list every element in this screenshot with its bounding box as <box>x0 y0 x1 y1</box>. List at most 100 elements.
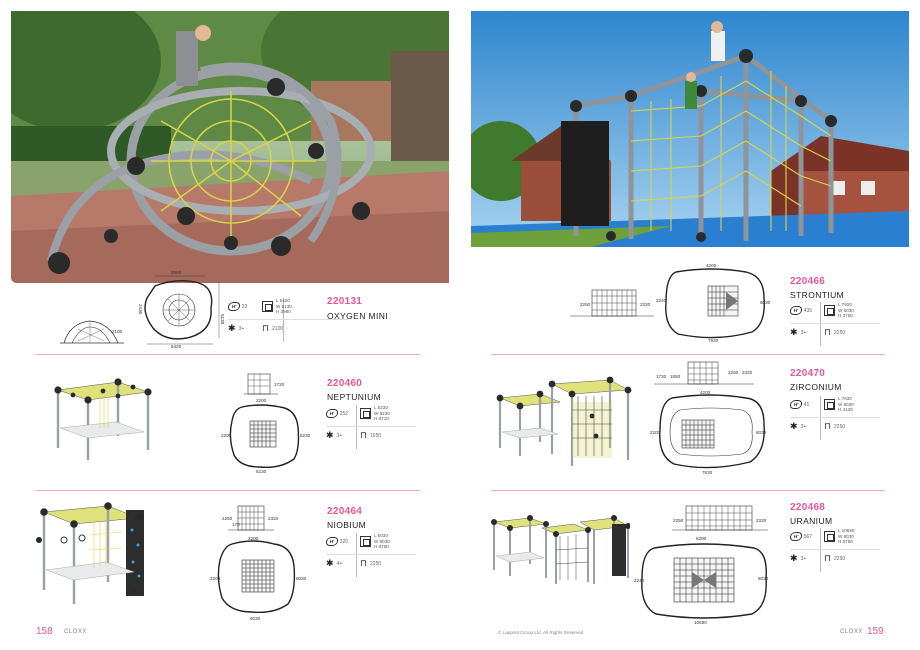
box-icon <box>824 304 835 316</box>
uranium-outer-height: 8030 <box>758 576 769 581</box>
oxygen-code: 220131 <box>327 296 363 307</box>
oxygen-mini-photo <box>11 11 449 283</box>
uranium-left-height: 2240 <box>634 578 645 583</box>
oxygen-length: L 5420 <box>276 298 290 303</box>
child-icon: ✱ <box>326 430 334 440</box>
uranium-length: L 10690 <box>838 528 855 533</box>
niobium-fall-height: 2250 <box>370 560 382 567</box>
oxygen-side-height: 5130 <box>220 314 225 325</box>
child-icon: ✱ <box>790 553 798 563</box>
uranium-elev-left: 2250 <box>673 518 684 523</box>
child-icon: ✱ <box>790 327 798 337</box>
niobium-elev-mid: 170 <box>232 522 240 527</box>
neptunium-fall-height: 1650 <box>370 432 382 439</box>
users-icon: H' <box>789 532 804 541</box>
oxygen-top-width: 3960 <box>171 270 182 275</box>
zirconium-elev-b: 1650 <box>670 374 681 379</box>
child-icon: ✱ <box>790 421 798 431</box>
neptunium-inner-width: 2200 <box>256 398 267 403</box>
zirconium-elev-d: 2320 <box>742 370 753 375</box>
fall-height-icon: ⊓ <box>262 323 270 333</box>
zirconium-code: 220470 <box>790 368 826 379</box>
neptunium-code: 220460 <box>327 378 363 389</box>
zirconium-plan-drawing: 4200 2200 7630 6030 <box>650 390 767 475</box>
left-page-number: 158 <box>36 626 53 637</box>
users-icon: H' <box>789 306 804 315</box>
zirconium-users: 41 <box>803 401 810 408</box>
zirconium-outer-height: 6030 <box>756 430 767 435</box>
right-page-number: 159 <box>867 626 884 637</box>
zirconium-elevation-drawing: 1720 1650 2250 2320 <box>654 361 754 385</box>
niobium-length: L 6030 <box>374 533 388 538</box>
strontium-outer-height: 6030 <box>760 300 771 305</box>
uranium-outer-width: 10690 <box>694 620 707 625</box>
niobium-elev-left: 2250 <box>222 516 233 521</box>
zirconium-outer-width: 7630 <box>702 470 713 475</box>
niobium-width: W 6030 <box>374 538 390 544</box>
uranium-name: URANIUM <box>790 516 833 526</box>
uranium-elevation-drawing: 2250 2320 <box>672 505 768 531</box>
niobium-inner-width: 2200 <box>248 536 259 541</box>
users-icon: H' <box>325 537 340 546</box>
box-icon <box>824 530 835 542</box>
child-icon: ✱ <box>326 558 334 568</box>
uranium-elev-right: 2320 <box>756 518 767 523</box>
strontium-fall-height: 2250 <box>834 329 846 336</box>
niobium-height: H 3750 <box>374 544 389 549</box>
fall-height-icon: ⊓ <box>360 430 368 440</box>
strontium-users: 435 <box>803 307 813 314</box>
zirconium-fall-height: 2250 <box>834 423 846 430</box>
zirconium-height: H 4120 <box>838 407 853 412</box>
divider-right-2 <box>491 490 885 491</box>
uranium-users: 567 <box>803 533 813 540</box>
niobium-users: 320 <box>339 538 349 545</box>
uranium-plan-drawing: 6200 2240 10690 8030 <box>634 536 769 625</box>
niobium-name: NIOBIUM <box>327 520 367 530</box>
neptunium-elev-height: 1720 <box>274 382 285 387</box>
zirconium-render <box>496 376 632 466</box>
box-icon <box>360 407 371 419</box>
zirconium-top-width: 4200 <box>700 390 711 395</box>
neptunium-width: W 5230 <box>374 410 390 416</box>
strontium-code: 220466 <box>790 276 826 287</box>
strontium-length: L 7920 <box>838 302 852 307</box>
users-icon: H' <box>789 400 804 409</box>
niobium-elevation-drawing: 2250 170 2320 <box>222 505 279 531</box>
strontium-outer-width: 7920 <box>708 338 719 343</box>
divider-left-2 <box>36 490 420 491</box>
uranium-code: 220468 <box>790 502 826 513</box>
oxygen-left-height: 2430 <box>138 304 143 315</box>
uranium-top-width: 6200 <box>696 536 707 541</box>
box-icon <box>360 535 371 547</box>
oxygen-elevation-drawing: 2100 <box>60 320 124 344</box>
strontium-photo <box>471 11 909 247</box>
niobium-age: 4+ <box>336 560 343 567</box>
strontium-width: W 6030 <box>838 307 854 313</box>
oxygen-users: 23 <box>241 303 248 310</box>
child-icon: ✱ <box>228 323 236 333</box>
neptunium-length: L 5230 <box>374 405 388 410</box>
niobium-elev-right: 2320 <box>268 516 279 521</box>
neptunium-elevation-drawing: 1720 <box>244 373 285 395</box>
neptunium-inner-height: 2200 <box>221 433 232 438</box>
oxygen-name: OXYGEN MINI <box>327 311 389 321</box>
fall-height-icon: ⊓ <box>824 421 832 431</box>
niobium-outer-height: 6030 <box>296 576 307 581</box>
neptunium-outer-height: 5230 <box>300 433 310 438</box>
fall-height-icon: ⊓ <box>360 558 368 568</box>
fall-height-icon: ⊓ <box>824 553 832 563</box>
niobium-outer-width: 6030 <box>250 616 261 621</box>
niobium-inner-height: 2200 <box>210 576 221 581</box>
oxygen-height: H 3960 <box>276 309 291 314</box>
fall-height-icon: ⊓ <box>824 327 832 337</box>
niobium-code: 220464 <box>327 506 363 517</box>
strontium-elev-right: 2320 <box>640 302 651 307</box>
neptunium-render <box>54 378 152 460</box>
neptunium-height: H 3710 <box>374 416 389 421</box>
oxygen-plan-drawing: 3960 5420 5130 2430 <box>138 270 225 348</box>
strontium-top-width: 4200 <box>706 263 717 268</box>
